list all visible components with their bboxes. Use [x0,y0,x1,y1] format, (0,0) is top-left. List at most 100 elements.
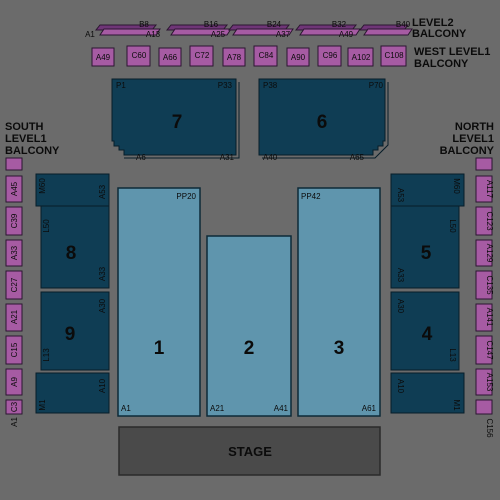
seat-label: A13 [146,30,161,39]
seat-box[interactable] [475,368,493,396]
seat-box[interactable] [475,399,493,415]
row-label: A21 [210,404,225,413]
seat-label: C135 [485,275,494,295]
row-label: A33 [98,266,107,281]
level2-balcony[interactable]: B8 B16 B24 B32 B40 A1 A13 A25 A37 A49 LE… [85,17,467,40]
row-label: M1 [38,399,47,411]
seat-box[interactable] [475,157,493,171]
block-2[interactable]: A21 A41 2 [206,235,292,417]
row-label: PP20 [176,192,196,201]
seat-box[interactable] [158,47,182,67]
block-number: 1 [154,338,165,359]
seat-label: C84 [259,51,274,60]
seat-box[interactable] [126,45,151,67]
seat-label: A49 [96,53,111,62]
seat-label: A1 [10,417,19,427]
block-8[interactable]: M60 A53 L50 A33 8 [35,173,110,289]
block-1[interactable]: PP20 A1 1 [117,187,201,417]
seat-label: A49 [339,30,354,39]
balcony-title: BALCONY [5,145,60,157]
seat-label: C108 [384,51,404,60]
seat-label: A37 [276,30,291,39]
seat-box[interactable] [253,45,278,67]
west-balcony[interactable]: A49 C60 A66 C72 A78 C84 A90 C96 A102 C10… [91,45,490,70]
seat-box[interactable] [5,239,23,267]
seat-label: A129 [485,244,494,263]
block-7[interactable]: P1 P33 A6 A31 7 [111,78,240,162]
block-4[interactable]: A30 L13 4 [390,291,460,371]
balcony-title: WEST LEVEL1 [414,46,490,58]
row-label: M60 [38,178,47,194]
seat-box[interactable] [475,270,493,300]
balcony-title: NORTH [455,121,494,133]
seat-label: A78 [227,53,242,62]
block-5[interactable]: A53 M60 L50 A33 5 [390,173,465,289]
seat-box[interactable] [5,206,23,236]
seat-box[interactable] [189,45,214,67]
row-label: A33 [396,268,405,283]
seat-box[interactable] [475,335,493,365]
row-label: A10 [98,378,107,393]
seat-box[interactable] [5,368,23,396]
seat-box[interactable] [5,157,23,171]
balcony-title: BALCONY [414,58,469,70]
block-9-lower[interactable]: A10 M1 [35,372,110,414]
seat-label: C15 [10,342,19,357]
seat-label: A153 [485,373,494,392]
seat-label: C39 [10,213,19,228]
row-label: L13 [42,348,51,362]
row-label: L50 [448,219,457,233]
level2-seat-strip[interactable] [299,28,361,36]
block-6[interactable]: P38 P70 A40 A65 6 [258,78,389,162]
seat-label: C60 [132,51,147,60]
seat-box[interactable] [5,175,23,203]
seat-box[interactable] [5,303,23,332]
seat-box[interactable] [91,47,115,67]
block-number: 8 [66,243,77,264]
seat-box[interactable] [475,206,493,236]
north-balcony[interactable]: NORTH LEVEL1 BALCONY A117 C123 A129 C135… [440,121,495,438]
south-balcony[interactable]: SOUTH LEVEL1 BALCONY A45 C39 A33 C27 A21… [5,121,60,427]
row-label: PP42 [301,192,321,201]
seat-label: B32 [332,20,347,29]
level2-seat-strip[interactable] [363,28,413,36]
seat-box[interactable] [347,47,374,67]
seat-box[interactable] [475,239,493,267]
seat-box[interactable] [286,47,310,67]
row-label: P1 [116,81,126,90]
row-label: P70 [369,81,384,90]
seat-box[interactable] [5,399,23,415]
seat-box[interactable] [5,335,23,365]
stage-label: STAGE [228,444,272,459]
seat-label: A33 [10,245,19,260]
row-label: A30 [98,298,107,313]
seat-box[interactable] [475,303,493,332]
block-number: 5 [421,243,432,264]
row-label: L13 [448,348,457,362]
block-4-lower[interactable]: A10 M1 [390,372,465,414]
block-3[interactable]: PP42 A61 3 [297,187,381,417]
seat-label: C96 [323,51,338,60]
block-number: 3 [334,338,345,359]
seat-box[interactable] [5,270,23,300]
seat-label: A25 [211,30,226,39]
block-number: 4 [422,324,433,345]
seat-box[interactable] [475,175,493,203]
row-label: A6 [136,153,146,162]
block-9[interactable]: A30 L13 9 [40,291,110,371]
seat-label: A117 [485,180,494,199]
block-number: 9 [65,324,76,345]
seat-box[interactable] [222,47,246,67]
level2-seat-strip[interactable] [232,28,294,36]
row-label: A65 [350,153,365,162]
seat-box[interactable] [380,45,407,67]
row-label: A40 [263,153,278,162]
seat-label: A141 [485,308,494,327]
row-label: A10 [396,379,405,394]
seat-box[interactable] [317,45,342,67]
row-label: A31 [220,153,235,162]
level2-seat-strip[interactable] [99,28,161,36]
balcony-title: BALCONY [412,28,467,40]
balcony-title: LEVEL1 [452,133,494,145]
